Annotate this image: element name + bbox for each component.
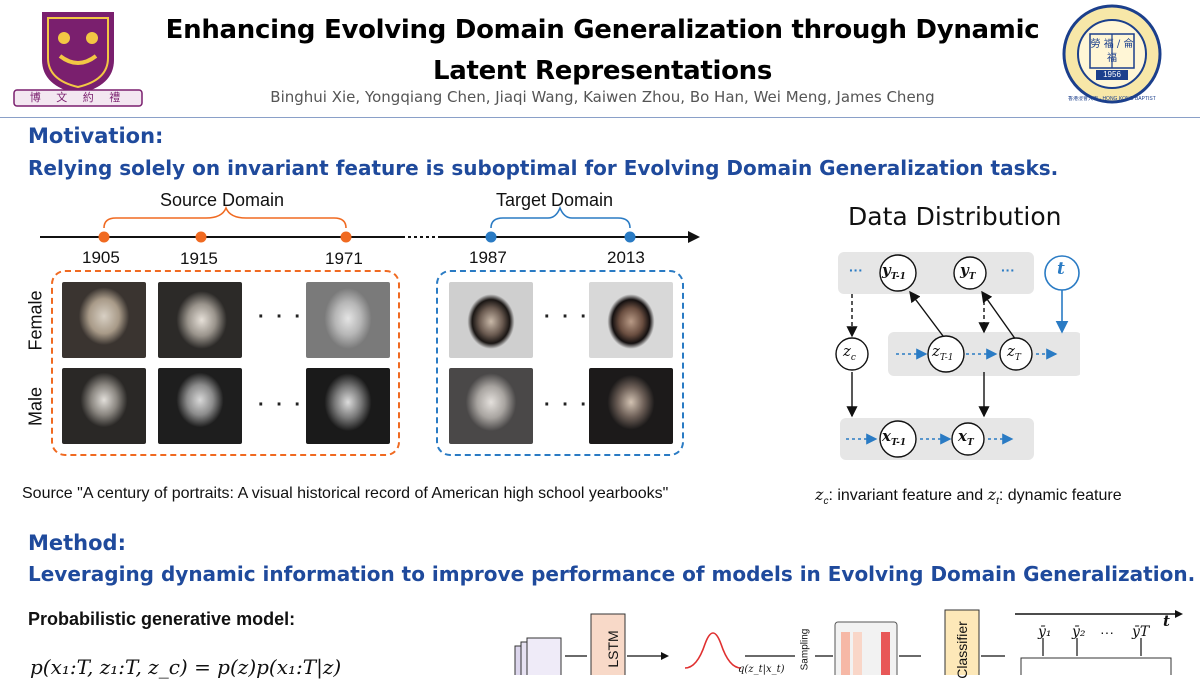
label-zc: zc [843, 342, 856, 363]
right-logo-center-text: 勞 福 / 侖 福 [1090, 39, 1134, 64]
q-distribution-label: q(z_t|x_t) [738, 664, 785, 675]
data-distribution-title: Data Distribution [848, 202, 1062, 231]
portrait-male-1971 [306, 368, 390, 444]
portrait-male-1987 [449, 368, 533, 444]
diagram-dots-y-right: ··· [1001, 262, 1015, 278]
node-z-cur [999, 337, 1033, 371]
label-y-cur: yT [960, 261, 976, 282]
node-x-cur [951, 422, 985, 456]
ellipsis-female-target: · · · [544, 306, 591, 328]
node-zc [835, 337, 869, 371]
timeline-point-1971 [340, 231, 352, 243]
portrait-male-1905 [62, 368, 146, 444]
right-logo-ring-text: 香港浸會大學 · HONG KONG BAPTIST UNIVERSITY [1068, 96, 1156, 102]
classifier-label: Classifier [954, 621, 970, 679]
timeline-point-1905 [98, 231, 110, 243]
target-domain-label: Target Domain [496, 190, 614, 210]
image-source-note: Source "A century of portraits: A visual… [22, 485, 669, 502]
portrait-male-1915 [158, 368, 242, 444]
method-y1-label: ȳ₁ [1038, 624, 1052, 640]
ellipsis-female-source: · · · [258, 306, 305, 328]
method-yT-label: ȳT [1132, 624, 1150, 640]
header-divider [0, 117, 1200, 118]
year-1987: 1987 [469, 248, 507, 267]
node-y-prev [879, 254, 917, 292]
portrait-male-2013 [589, 368, 673, 444]
method-t-axis-label: t [1163, 612, 1170, 630]
label-x-prev: xT-1 [882, 427, 907, 448]
university-logo-left: 博 文 約 禮 [12, 8, 144, 108]
year-1971: 1971 [325, 249, 363, 268]
diagram-dots-y-left: ··· [849, 262, 863, 278]
sampling-label: Sampling [799, 628, 811, 671]
node-y-cur [953, 256, 987, 290]
method-y2-label: ȳ₂ [1072, 624, 1086, 640]
year-1905: 1905 [82, 248, 120, 267]
node-z-prev [927, 335, 965, 373]
data-distribution-caption: zc: invariant feature and zt: dynamic fe… [815, 485, 1122, 508]
ellipsis-male-target: · · · [544, 394, 591, 416]
paper-title: Enhancing Evolving Domain Generalization… [160, 10, 1045, 92]
method-heading: Method: [28, 531, 126, 555]
target-domain-box [436, 270, 684, 456]
ellipsis-male-source: · · · [258, 394, 305, 416]
timeline-point-2013 [624, 231, 636, 243]
probabilistic-model-heading: Probabilistic generative model: [28, 609, 296, 629]
right-logo-year: 1956 [1103, 70, 1121, 79]
year-2013: 2013 [607, 248, 645, 267]
node-x-prev [879, 420, 917, 458]
year-1915: 1915 [180, 249, 218, 268]
row-label-female: Female [25, 290, 46, 351]
method-diagram [514, 609, 1183, 675]
label-y-prev: yT-1 [882, 261, 906, 282]
method-y-dots: ··· [1100, 624, 1114, 640]
left-logo-motto: 博 文 約 禮 [29, 91, 127, 104]
lstm-label: LSTM [605, 630, 621, 668]
portrait-female-1971 [306, 282, 390, 358]
model-formula: p(x₁:T, z₁:T, z_c) = p(z)p(x₁:T|z) [30, 655, 342, 679]
author-list: Binghui Xie, Yongqiang Chen, Jiaqi Wang,… [270, 88, 935, 106]
row-label-male: Male [25, 387, 46, 427]
title-line-1: Enhancing Evolving Domain Generalization… [165, 15, 1040, 45]
label-z-prev: zT-1 [932, 342, 954, 363]
timeline [40, 205, 700, 243]
portrait-female-1905 [62, 282, 146, 358]
label-z-cur: zT [1007, 342, 1021, 363]
university-logo-right: 勞 福 / 侖 福 1956 香港浸會大學 · HONG KONG BAPTIS… [1062, 2, 1162, 110]
label-t: t [1057, 259, 1065, 279]
data-distribution-diagram [835, 252, 1080, 460]
method-statement: Leveraging dynamic information to improv… [28, 562, 1196, 586]
motivation-statement: Relying solely on invariant feature is s… [28, 156, 1059, 180]
label-x-cur: xT [958, 427, 974, 448]
motivation-heading: Motivation: [28, 124, 164, 148]
portrait-female-1915 [158, 282, 242, 358]
timeline-point-1987 [485, 231, 497, 243]
title-line-2: Latent Representations [432, 56, 773, 86]
source-domain-label: Source Domain [160, 190, 285, 210]
node-t [1044, 255, 1080, 291]
portrait-female-1987 [449, 282, 533, 358]
timeline-point-1915 [195, 231, 207, 243]
source-domain-box [51, 270, 400, 456]
portrait-female-2013 [589, 282, 673, 358]
